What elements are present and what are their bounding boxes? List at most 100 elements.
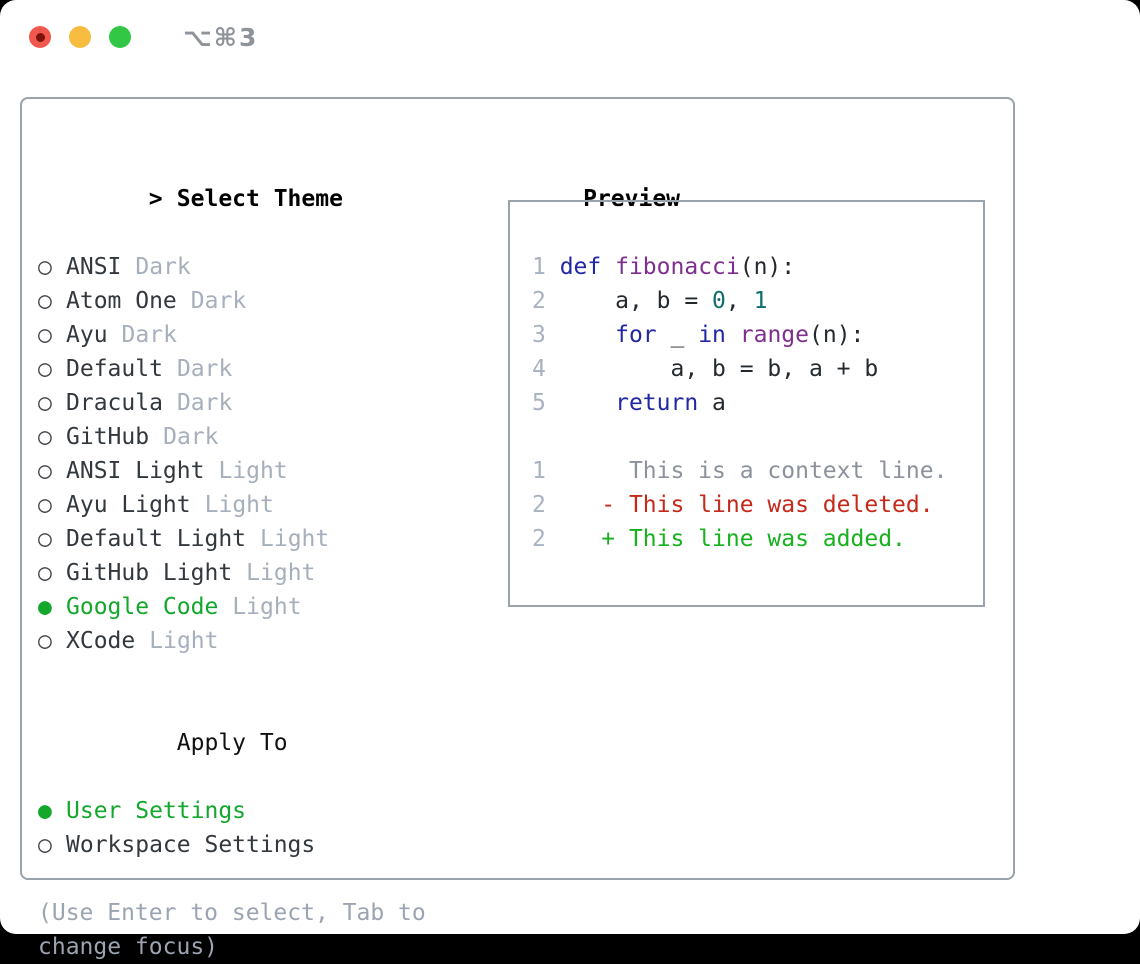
theme-name: Google Code <box>66 594 218 620</box>
apply-to-header-row: Apply To <box>38 692 426 794</box>
apply-option-user-settings[interactable]: ●User Settings <box>38 794 426 828</box>
radio-unselected-icon: ○ <box>38 624 66 658</box>
theme-name: Default <box>66 356 163 382</box>
apply-option-label: Workspace Settings <box>66 832 315 858</box>
theme-name: Ayu Light <box>66 492 191 518</box>
indent <box>149 726 177 760</box>
theme-option-ansi-light[interactable]: ○ANSI Light Light <box>38 454 426 488</box>
code-token-keyword: for <box>615 322 657 348</box>
line-number: 4 <box>532 356 560 382</box>
code-token-function: range <box>740 322 809 348</box>
code-token-plain <box>601 254 615 280</box>
diff-line: 2 - This line was deleted. <box>532 488 983 522</box>
code-token-plain: _ <box>657 322 699 348</box>
code-token-keyword: in <box>698 322 726 348</box>
code-token-plain: (n): <box>740 254 795 280</box>
spacer <box>38 658 426 692</box>
apply-option-workspace-settings[interactable]: ○Workspace Settings <box>38 828 426 862</box>
picker-title: Select Theme <box>177 186 343 212</box>
apply-option-label: User Settings <box>66 798 246 824</box>
radio-unselected-icon: ○ <box>38 488 66 522</box>
title-bar: ⌥⌘3 <box>0 0 1140 74</box>
theme-option-github-light[interactable]: ○GitHub Light Light <box>38 556 426 590</box>
minimize-button[interactable] <box>69 26 91 48</box>
code-token-plain: a <box>698 390 726 416</box>
line-number: 2 <box>532 288 560 314</box>
radio-unselected-icon: ○ <box>38 828 66 862</box>
theme-option-atom-one[interactable]: ○Atom One Dark <box>38 284 426 318</box>
theme-name: Atom One <box>66 288 177 314</box>
line-number: 1 <box>532 254 560 280</box>
theme-name: Ayu <box>66 322 108 348</box>
theme-option-xcode[interactable]: ○XCode Light <box>38 624 426 658</box>
line-number: 1 <box>532 458 560 484</box>
theme-option-ayu-light[interactable]: ○Ayu Light Light <box>38 488 426 522</box>
code-token-plain: , <box>726 288 754 314</box>
spacer <box>38 862 426 896</box>
theme-variant-badge: Light <box>232 594 301 620</box>
spacer <box>532 420 983 454</box>
picker-header-row: >Select Theme <box>38 148 426 250</box>
code-token-plain: a, b = <box>560 288 712 314</box>
radio-unselected-icon: ○ <box>38 454 66 488</box>
code-line: 2 a, b = 0, 1 <box>532 284 983 318</box>
theme-name: ANSI Light <box>66 458 204 484</box>
radio-unselected-icon: ○ <box>38 284 66 318</box>
theme-variant-badge: Light <box>246 560 315 586</box>
line-number: 3 <box>532 322 560 348</box>
theme-name: XCode <box>66 628 135 654</box>
hint-line: (Use Enter to select, Tab to <box>38 896 426 930</box>
code-token-context: This is a context line. <box>560 458 948 484</box>
radio-selected-icon: ● <box>38 590 66 624</box>
code-line: 5 return a <box>532 386 983 420</box>
theme-option-ayu[interactable]: ○Ayu Dark <box>38 318 426 352</box>
diff-sample: 1 This is a context line.2 - This line w… <box>532 454 983 556</box>
apply-to-title: Apply To <box>177 730 288 756</box>
theme-variant-badge: Light <box>149 628 218 654</box>
theme-variant-badge: Dark <box>177 390 232 416</box>
radio-selected-icon: ● <box>38 794 66 828</box>
theme-name: GitHub <box>66 424 149 450</box>
theme-variant-badge: Dark <box>191 288 246 314</box>
code-token-plain: (n): <box>809 322 864 348</box>
hint-line: change focus) <box>38 930 426 964</box>
code-token-function: fibonacci <box>615 254 740 280</box>
theme-name: ANSI <box>66 254 121 280</box>
apply-to-list: ●User Settings○Workspace Settings <box>38 794 426 862</box>
theme-variant-badge: Dark <box>163 424 218 450</box>
line-number: 5 <box>532 390 560 416</box>
theme-name: GitHub Light <box>66 560 232 586</box>
theme-variant-badge: Light <box>218 458 287 484</box>
code-line: 3 for _ in range(n): <box>532 318 983 352</box>
code-token-number: 0 <box>712 288 726 314</box>
close-button[interactable] <box>29 26 51 48</box>
code-token-added: + This line was added. <box>560 526 906 552</box>
code-token-keyword: def <box>560 254 602 280</box>
code-line: 1 def fibonacci(n): <box>532 250 983 284</box>
code-token-plain: a, b = b, a + b <box>560 356 879 382</box>
code-token-deleted: - This line was deleted. <box>560 492 934 518</box>
radio-unselected-icon: ○ <box>38 386 66 420</box>
theme-variant-badge: Light <box>205 492 274 518</box>
theme-option-google-code[interactable]: ●Google Code Light <box>38 590 426 624</box>
radio-unselected-icon: ○ <box>38 556 66 590</box>
code-line: 4 a, b = b, a + b <box>532 352 983 386</box>
theme-variant-badge: Dark <box>122 322 177 348</box>
theme-variant-badge: Dark <box>135 254 190 280</box>
radio-unselected-icon: ○ <box>38 318 66 352</box>
theme-variant-badge: Light <box>260 526 329 552</box>
zoom-button[interactable] <box>109 26 131 48</box>
diff-line: 1 This is a context line. <box>532 454 983 488</box>
theme-name: Default Light <box>66 526 246 552</box>
